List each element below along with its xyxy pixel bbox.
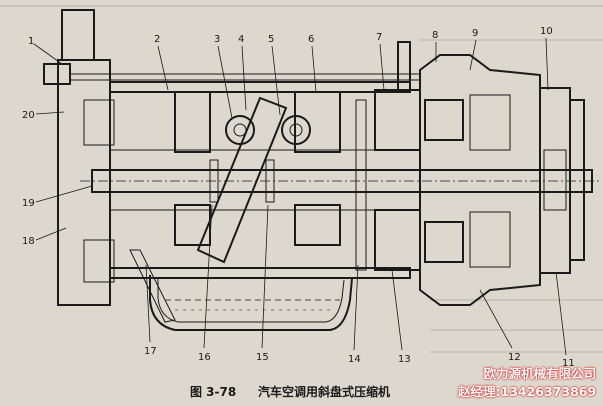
callout-6: 6 [308, 34, 314, 45]
callout-18: 18 [22, 236, 35, 247]
callout-8: 8 [432, 30, 438, 41]
through-bolt [43, 63, 420, 85]
callout-4: 4 [238, 34, 244, 45]
swash-plate [196, 96, 311, 264]
watermark-company: 欧力源机械有限公司 [483, 366, 597, 381]
callout-11: 11 [562, 358, 575, 369]
oil-pickup-tube [129, 249, 176, 323]
callout-labels: 1 2 3 4 5 6 7 8 9 10 11 12 13 14 15 16 1… [22, 26, 575, 369]
callout-20: 20 [22, 110, 35, 121]
thrust-bearings [209, 99, 367, 271]
callout-12: 12 [508, 352, 521, 363]
watermark: 欧力源机械有限公司 赵经理:13426373869 [458, 365, 596, 401]
callout-2: 2 [154, 34, 160, 45]
figure-number: 图 3-78 [190, 385, 236, 399]
leader-lines [33, 37, 567, 356]
callout-14: 14 [348, 354, 361, 365]
background-text-lines [0, 5, 603, 353]
callout-15: 15 [256, 352, 269, 363]
cylinder-body [109, 81, 420, 279]
oil-sump [149, 275, 353, 331]
callout-19: 19 [22, 198, 35, 209]
callout-1: 1 [28, 36, 34, 47]
callout-10: 10 [540, 26, 553, 37]
callout-3: 3 [214, 34, 220, 45]
pulley-clutch [419, 54, 585, 306]
front-head [374, 41, 421, 271]
callout-5: 5 [268, 34, 274, 45]
callout-16: 16 [198, 352, 211, 363]
watermark-contact: 赵经理:13426373869 [458, 384, 597, 399]
callout-17: 17 [144, 346, 157, 357]
callout-9: 9 [472, 28, 478, 39]
left-end-housing [57, 9, 115, 306]
callout-7: 7 [376, 32, 382, 43]
figure-title: 汽车空调用斜盘式压缩机 [258, 384, 390, 399]
main-shaft [80, 169, 600, 193]
callout-13: 13 [398, 354, 411, 365]
